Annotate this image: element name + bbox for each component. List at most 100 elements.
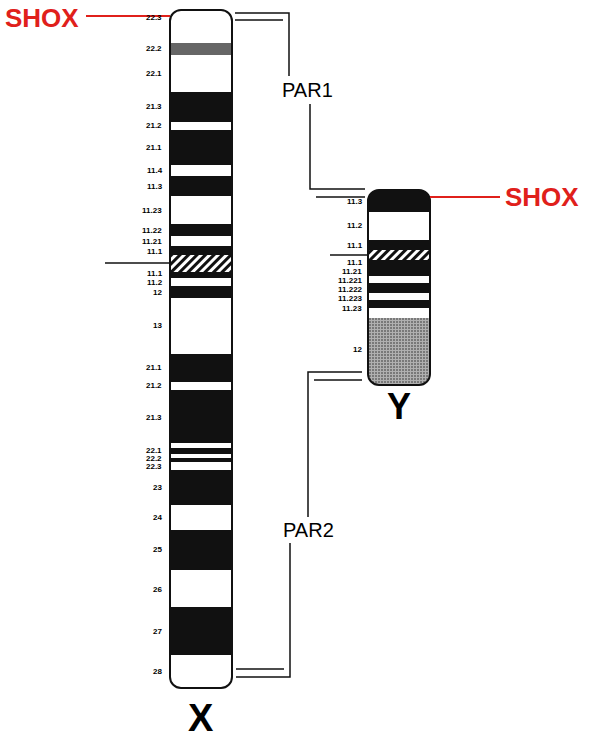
band-label: 23: [153, 484, 162, 492]
band-label: 11.23: [142, 207, 162, 215]
band-label: 25: [153, 546, 162, 554]
chromosome-band: [368, 318, 430, 385]
band-label: 21.1: [146, 364, 162, 372]
band-label: 22.2: [146, 45, 162, 53]
band-label: 11.3: [147, 183, 162, 191]
band-label: 22.2: [146, 455, 162, 463]
chromosome-band: [170, 92, 232, 122]
band-label: 22.3: [146, 14, 162, 22]
x-chromosome: [170, 10, 232, 688]
band-label: 11.3: [347, 198, 362, 206]
chromosome-band: [170, 165, 232, 176]
chromosome-band: [170, 255, 232, 272]
par-bracket: [308, 372, 362, 517]
chromosome-band: [170, 286, 232, 298]
chromosome-band: [368, 260, 430, 276]
chromosome-band: [368, 190, 430, 212]
chromosome-band: [170, 278, 232, 286]
chromosome-band: [170, 224, 232, 236]
band-label: 26: [153, 586, 162, 594]
chromosome-band: [170, 236, 232, 246]
chromosome-band: [368, 212, 430, 240]
chromosome-band: [170, 354, 232, 382]
chromosome-outline: [368, 190, 430, 385]
chromosome-name: Y: [387, 389, 411, 425]
chromosome-band: [170, 448, 232, 454]
chromosome-band: [170, 390, 232, 443]
band-label: 11.223: [338, 295, 362, 303]
chromosome-band: [170, 298, 232, 354]
centromere-line: [105, 262, 170, 264]
band-label: 11.1: [147, 248, 162, 256]
chromosome-band: [170, 130, 232, 165]
region-label: PAR2: [283, 520, 334, 540]
chromosome-band: [170, 655, 232, 688]
chromosome-band: [170, 10, 232, 43]
region-label: PAR1: [282, 80, 333, 100]
par-bracket: [236, 668, 284, 670]
chromosome-band: [368, 283, 430, 293]
band-label: 11.2: [147, 279, 162, 287]
gene-label: SHOX: [5, 5, 79, 31]
chromosome-band: [170, 382, 232, 390]
band-label: 11.221: [338, 277, 362, 285]
par-bracket: [310, 104, 365, 189]
chromosome-band: [170, 570, 232, 607]
chromosome-band: [170, 462, 232, 470]
chromosome-band: [170, 443, 232, 448]
band-label: 11.1: [347, 259, 362, 267]
band-label: 11.4: [147, 167, 162, 175]
chromosome-band: [170, 246, 232, 255]
shox-pointer: [430, 196, 500, 198]
chromosome-band: [368, 308, 430, 318]
chromosome-band: [170, 55, 232, 92]
band-label: 22.3: [146, 463, 162, 471]
chromosome-band: [170, 196, 232, 224]
gene-label: SHOX: [505, 184, 579, 210]
band-label: 21.2: [146, 122, 162, 130]
chromosome-name: X: [188, 699, 213, 737]
chromosome-outline: [170, 10, 232, 688]
band-label: 11.23: [342, 305, 362, 313]
chromosome-band: [368, 300, 430, 308]
chromosome-band: [368, 250, 430, 260]
chromosome-band: [368, 240, 430, 250]
band-label: 21.2: [146, 382, 162, 390]
band-label: 11.22: [142, 227, 162, 235]
band-label: 24: [153, 514, 162, 522]
band-label: 11.1: [147, 270, 162, 278]
chromosome-band: [170, 458, 232, 462]
chromosome-band: [170, 43, 232, 55]
band-label: 22.1: [146, 447, 162, 455]
par-bracket: [235, 19, 283, 21]
band-label: 21.1: [146, 144, 162, 152]
band-label: 11.21: [142, 238, 162, 246]
chromosome-band: [170, 272, 232, 278]
chromosome-band: [170, 607, 232, 655]
chromosome-band: [170, 454, 232, 458]
band-label: 21.3: [146, 103, 162, 111]
band-label: 11.1: [347, 242, 362, 250]
band-label: 12: [353, 346, 362, 354]
chromosome-band: [368, 293, 430, 300]
band-label: 11.21: [342, 268, 362, 276]
chromosome-band: [170, 176, 232, 196]
band-label: 21.3: [146, 414, 162, 422]
band-label: 11.2: [347, 222, 362, 230]
band-label: 28: [153, 668, 162, 676]
chromosome-band: [368, 276, 430, 283]
par-bracket: [236, 543, 290, 677]
band-label: 11.222: [338, 286, 362, 294]
chromosome-band: [170, 470, 232, 505]
band-label: 12: [153, 289, 162, 297]
par-bracket: [235, 13, 289, 76]
chromosome-band: [170, 530, 232, 570]
chromosome-band: [170, 122, 232, 130]
y-chromosome: [368, 190, 430, 385]
band-label: 22.1: [146, 70, 162, 78]
par-bracket: [314, 379, 362, 381]
chromosome-band: [170, 505, 232, 530]
band-label: 27: [153, 628, 162, 636]
